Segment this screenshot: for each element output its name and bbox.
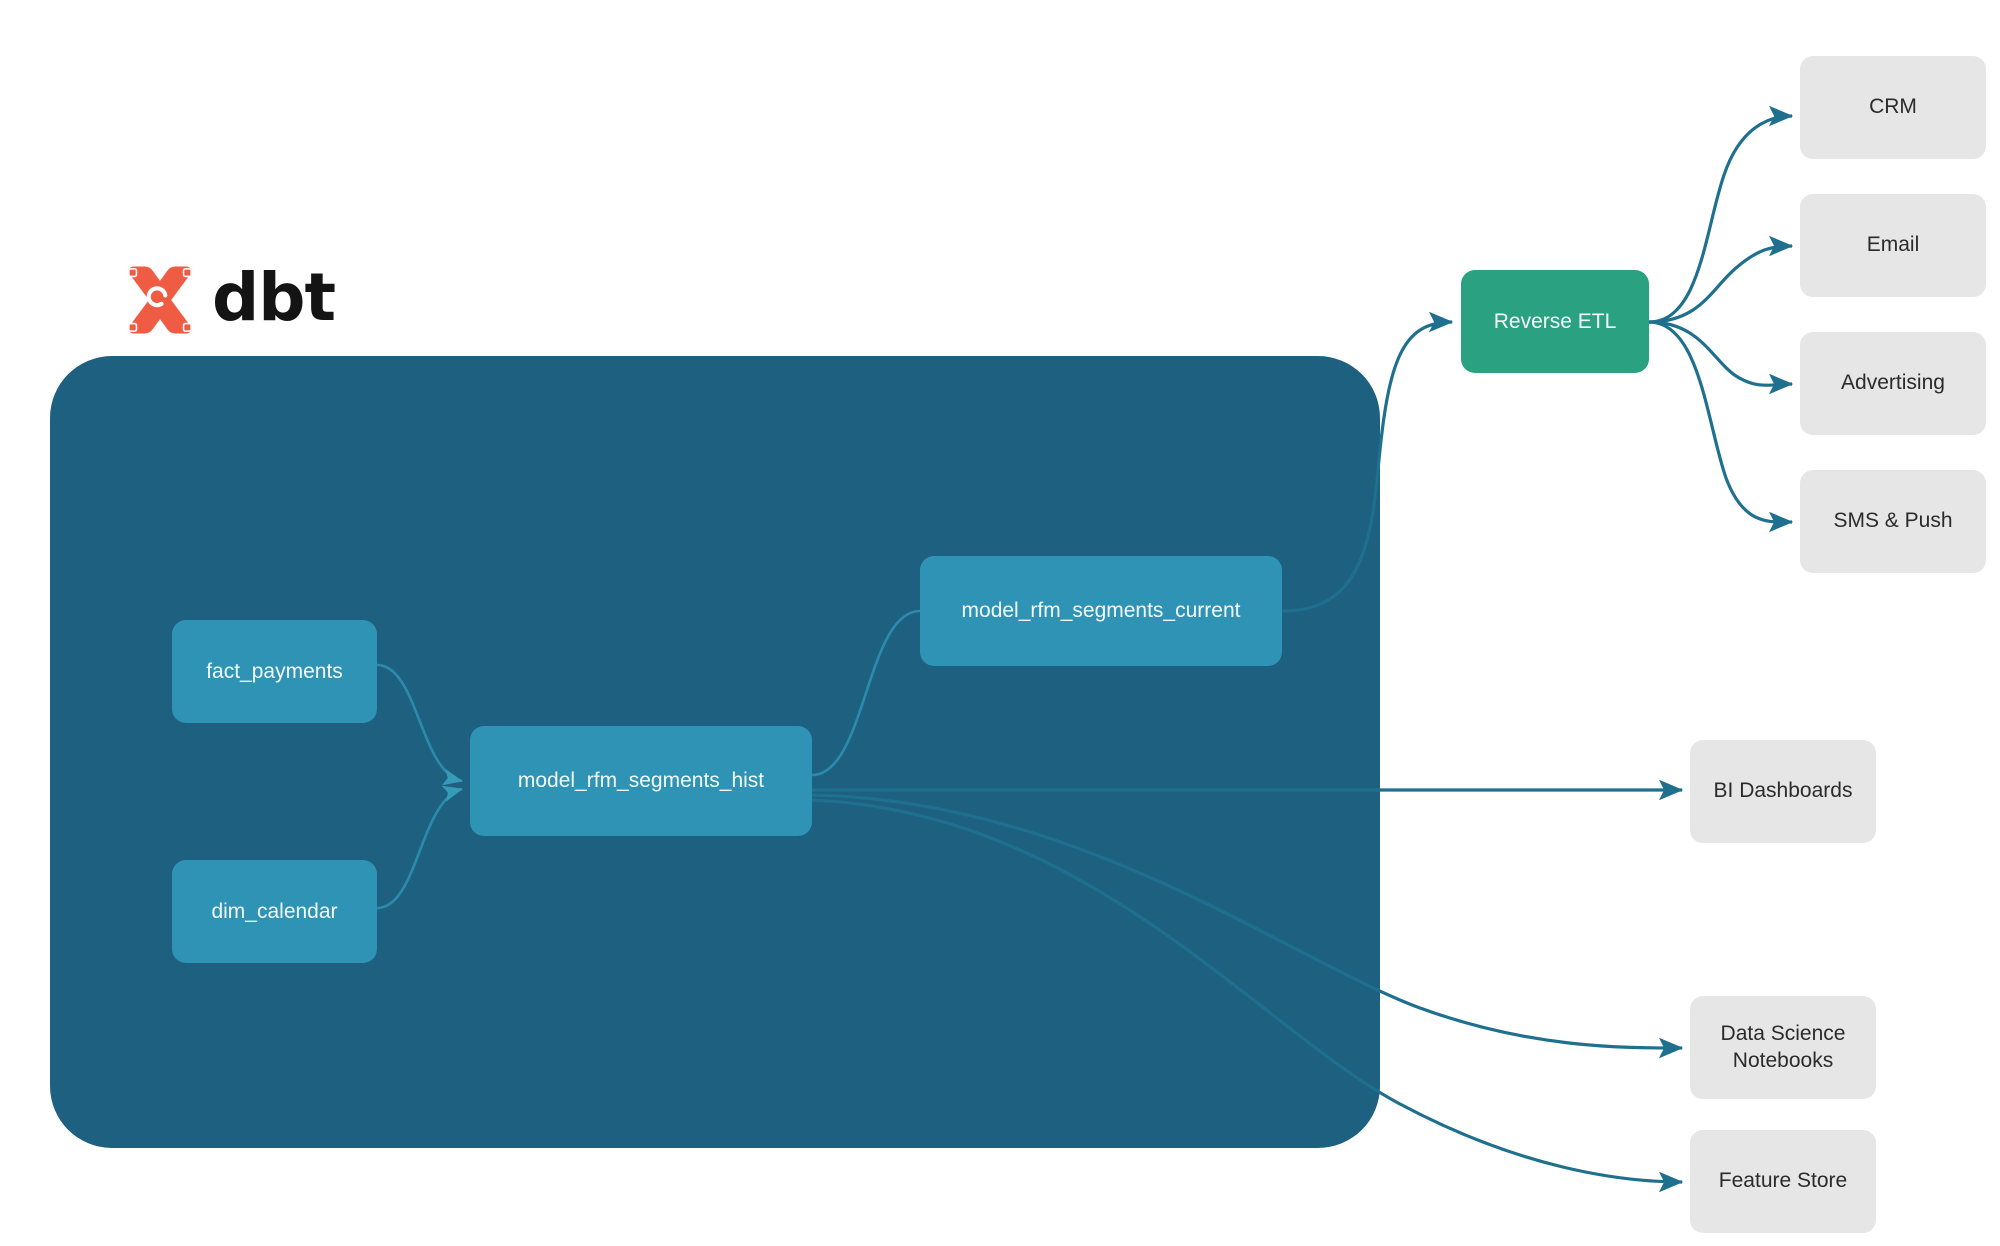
node-label: Reverse ETL: [1493, 309, 1617, 333]
dbt-wordmark: dbt: [212, 259, 336, 336]
node-label: SMS & Push: [1833, 509, 1953, 533]
node-model-rfm-segments-current[interactable]: model_rfm_segments_current: [920, 556, 1282, 666]
node-bi-dashboards[interactable]: BI Dashboards: [1690, 740, 1876, 843]
edge-reverse-etl-to-email: [1648, 235, 1794, 324]
edge-reverse-etl-to-crm: [1648, 105, 1794, 324]
node-label-line-1: Data Science: [1720, 1022, 1846, 1046]
node-label: BI Dashboards: [1713, 779, 1853, 803]
node-label-wrapper: Data Science Notebooks: [1721, 1021, 1846, 1074]
edge-reverse-etl-to-sms-push: [1648, 320, 1794, 533]
node-label: model_rfm_segments_current: [961, 599, 1241, 622]
node-sms-push[interactable]: SMS & Push: [1800, 470, 1986, 573]
node-email[interactable]: Email: [1800, 194, 1986, 297]
node-label: Feature Store: [1718, 1169, 1848, 1193]
node-label-line-2: Notebooks: [1732, 1048, 1834, 1072]
node-label: fact_payments: [206, 659, 343, 683]
node-data-science-notebooks[interactable]: Data Science Notebooks: [1690, 996, 1876, 1099]
node-feature-store[interactable]: Feature Store: [1690, 1130, 1876, 1233]
node-label: Advertising: [1841, 371, 1945, 395]
node-dim-calendar[interactable]: dim_calendar: [172, 860, 377, 963]
node-reverse-etl[interactable]: Reverse ETL: [1461, 270, 1649, 373]
edge-reverse-etl-to-advertising: [1648, 320, 1794, 395]
node-label: model_rfm_segments_hist: [517, 769, 765, 792]
node-advertising[interactable]: Advertising: [1800, 332, 1986, 435]
dbt-logo-icon: [128, 266, 192, 334]
node-crm[interactable]: CRM: [1800, 56, 1986, 159]
node-label: dim_calendar: [211, 899, 338, 923]
node-fact-payments[interactable]: fact_payments: [172, 620, 377, 723]
dbt-brand: dbt: [122, 259, 336, 338]
node-model-rfm-segments-hist[interactable]: model_rfm_segments_hist: [470, 726, 812, 836]
node-label: CRM: [1869, 95, 1917, 119]
node-label: Email: [1866, 233, 1920, 257]
